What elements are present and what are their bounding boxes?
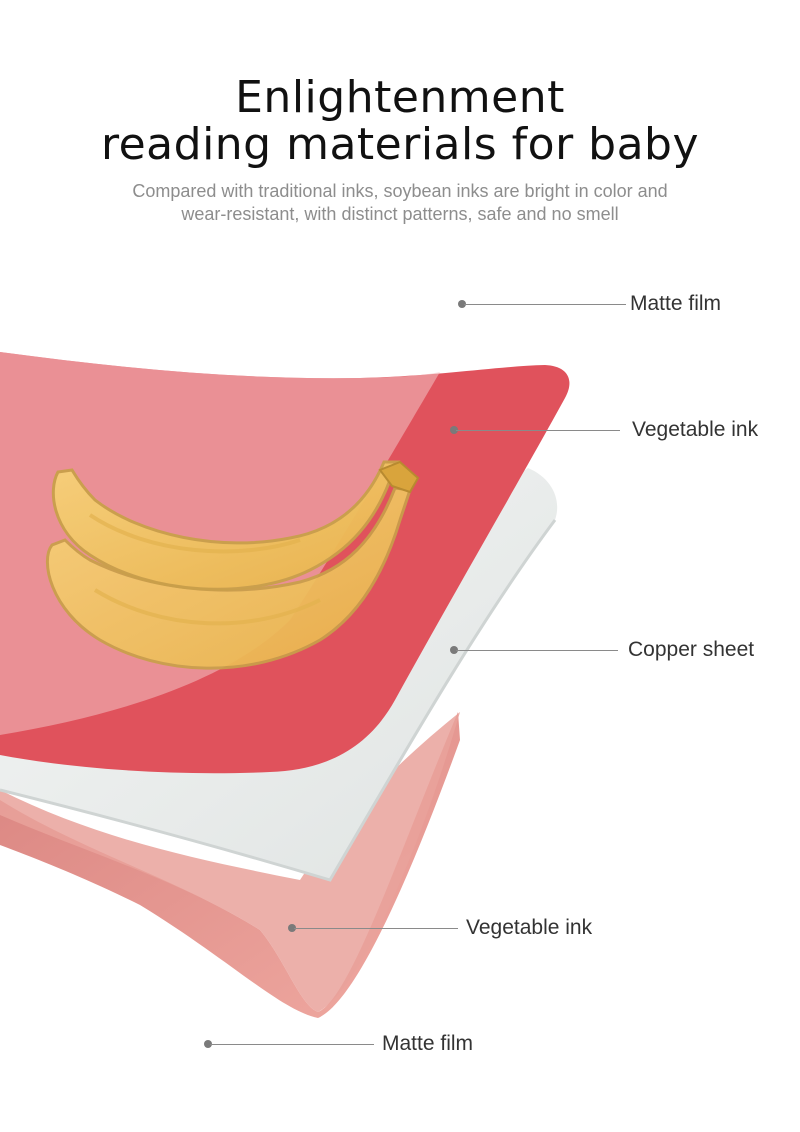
- callout-line: [456, 429, 620, 431]
- callout-dot: [450, 646, 458, 654]
- callout-vegetable-ink-top: Vegetable ink: [450, 418, 790, 442]
- label-vegetable-ink-top: Vegetable ink: [632, 418, 759, 441]
- callout-dot: [288, 924, 296, 932]
- label-vegetable-ink-bottom: Vegetable ink: [466, 916, 593, 939]
- callout-copper-sheet: Copper sheet: [450, 638, 790, 662]
- callout-line: [464, 303, 626, 305]
- callout-line: [294, 927, 458, 929]
- page-title-line-2: reading materials for baby: [100, 119, 700, 170]
- callout-line: [210, 1043, 374, 1045]
- callout-matte-film-top: Matte film: [458, 292, 758, 316]
- bottom-vegetable-ink-layer: [0, 712, 460, 1018]
- label-matte-film-bottom: Matte film: [382, 1032, 474, 1055]
- callout-line: [456, 649, 618, 651]
- callout-dot: [458, 300, 466, 308]
- subtitle-line-1: Compared with traditional inks, soybean …: [132, 181, 668, 201]
- bottom-vegetable-ink-fill: [0, 712, 460, 1012]
- copper-sheet-edge: [0, 519, 557, 882]
- page-title-line-1: Enlightenment: [235, 72, 565, 123]
- callout-vegetable-ink-bottom: Vegetable ink: [288, 916, 628, 940]
- callout-dot: [450, 426, 458, 434]
- banana-icon: [45, 460, 420, 670]
- subtitle-line-2: wear-resistant, with distinct patterns, …: [181, 204, 619, 224]
- callout-dot: [204, 1040, 212, 1048]
- label-copper-sheet: Copper sheet: [628, 638, 755, 661]
- label-matte-film-top: Matte film: [630, 292, 722, 315]
- callout-matte-film-bottom: Matte film: [204, 1032, 504, 1056]
